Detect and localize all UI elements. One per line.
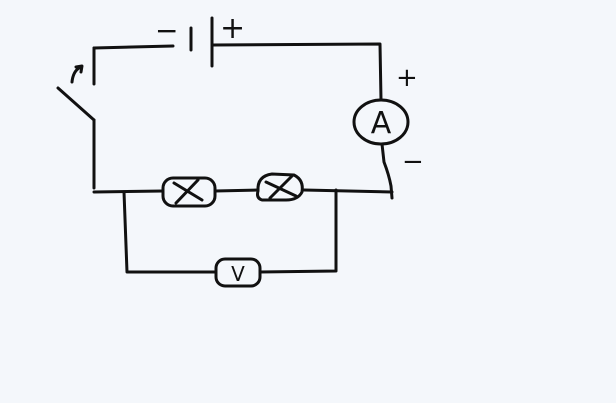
switch-arrow-icon [70,64,84,84]
wire-right-lower [380,142,394,200]
ammeter-positive-label: + [396,63,418,93]
voltmeter-symbol: V [231,262,245,286]
wire-voltmeter-left [122,190,218,274]
battery-negative-label: − [155,14,178,47]
ammeter-negative-label: − [402,147,424,177]
lamp-2 [256,172,304,202]
wire-bottom-left [92,189,165,194]
voltmeter: V [214,257,262,288]
wire-bottom-right [302,188,394,194]
lamp-1 [161,176,217,208]
battery-positive-label: + [220,11,245,46]
wire-top-right [211,42,383,102]
lamp-1-body [161,176,217,208]
switch [56,46,96,190]
lamp-1-cross-icon [172,178,204,205]
voltmeter-body [214,257,262,288]
battery-labels: − + [155,11,245,47]
ammeter-symbol: A [371,106,392,141]
switch-blade [56,86,96,122]
wire-bottom-middle [213,188,260,193]
wire-voltmeter-right [258,188,338,274]
lamp-2-cross-icon [264,174,298,200]
ammeter: A + − [352,63,424,177]
wire-top-left [92,44,175,50]
lamp-2-body [256,172,304,202]
